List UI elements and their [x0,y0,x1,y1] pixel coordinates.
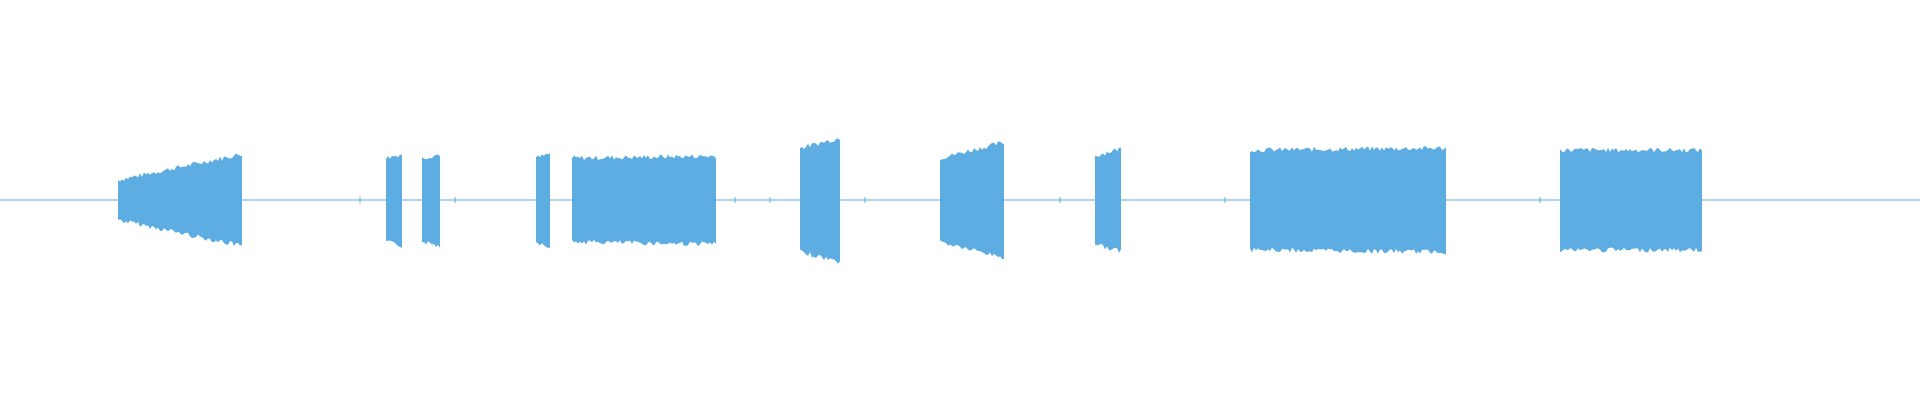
waveform-burst-4 [536,153,550,248]
waveform-burst-2 [386,154,402,249]
waveform-burst-7 [940,141,1004,260]
waveform-burst-3 [422,154,440,248]
waveform-burst-1 [118,153,242,246]
waveform-burst-10 [1560,147,1702,253]
waveform-burst-9 [1250,145,1446,255]
waveform-burst-8 [1095,147,1121,253]
waveform-burst-5 [572,154,716,247]
waveform-burst-6 [800,138,840,264]
waveform-bursts [118,138,1702,264]
